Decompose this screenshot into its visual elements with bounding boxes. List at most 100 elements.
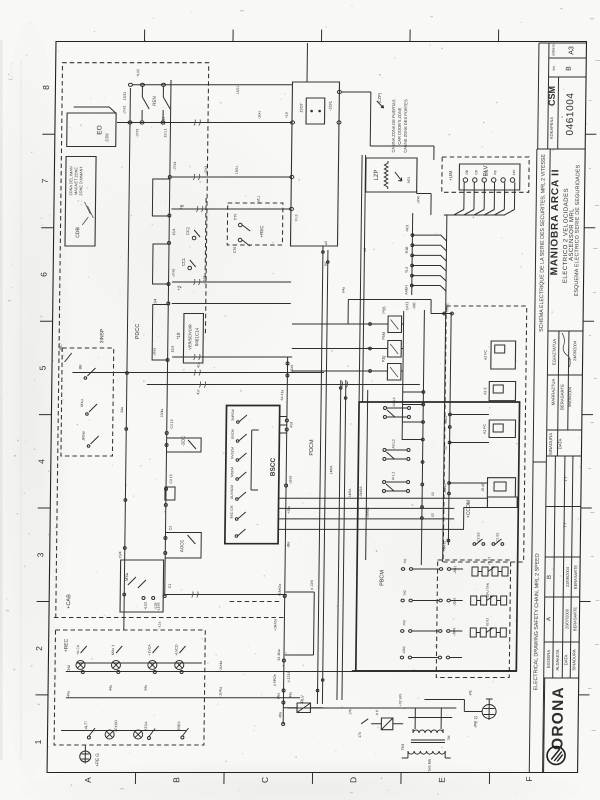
svg-text:CAGNE ZONE DES PORTES: CAGNE ZONE DES PORTES xyxy=(403,99,409,153)
svg-text:R1B: R1B xyxy=(405,246,409,253)
svg-text:CT9: CT9 xyxy=(233,214,237,221)
svg-text:7#2: 7#2 xyxy=(403,590,407,596)
svg-text:+LVCO: +LVCO xyxy=(174,644,178,656)
svg-text:64: 64 xyxy=(324,262,328,266)
svg-text:EGOERA: EGOERA xyxy=(546,650,551,669)
svg-text:0461004: 0461004 xyxy=(565,92,577,135)
svg-text:B: B xyxy=(547,575,553,579)
svg-text:-X P: -X P xyxy=(375,709,379,716)
svg-text:A: A xyxy=(83,777,93,783)
svg-text:+J6#1: +J6#1 xyxy=(445,303,449,313)
svg-text:-J7#2: -J7#2 xyxy=(153,348,157,357)
svg-text:3: 3 xyxy=(35,552,45,557)
svg-text:C3 15: C3 15 xyxy=(169,474,173,483)
svg-text:24V: 24V xyxy=(512,169,516,176)
svg-text:34a: 34a xyxy=(120,407,124,413)
svg-text:KOKAPENA: KOKAPENA xyxy=(549,117,554,139)
svg-text:OB: OB xyxy=(465,170,469,175)
svg-text:15/4: 15/4 xyxy=(172,229,176,236)
svg-text:*10: *10 xyxy=(176,332,181,339)
svg-text:J2O7: J2O7 xyxy=(299,102,304,112)
svg-text:A1 E: A1 E xyxy=(483,387,487,395)
svg-text:B: B xyxy=(171,777,181,783)
svg-text:OB: OB xyxy=(484,170,488,175)
svg-text:-L1#3: -L1#3 xyxy=(157,602,161,611)
svg-text:-J8a: -J8a xyxy=(286,542,290,549)
svg-text:A1 PC: A1 PC xyxy=(483,423,487,434)
svg-text:-J2#2: -J2#2 xyxy=(203,276,207,285)
svg-text:SINADURA: SINADURA xyxy=(571,649,576,670)
svg-text:E: E xyxy=(437,777,447,783)
svg-text:+REC: +REC xyxy=(64,638,70,652)
svg-text:A3 L3: A3 L3 xyxy=(392,439,396,448)
svg-text:64a: 64a xyxy=(341,287,345,293)
svg-text:-J4#5A: -J4#5A xyxy=(359,486,363,498)
svg-text:PB: PB xyxy=(493,170,497,174)
svg-text:-J4#5B: -J4#5B xyxy=(366,507,370,519)
svg-text:8M: 8M xyxy=(78,364,82,369)
svg-text:-J9B: -J9B xyxy=(412,302,416,310)
svg-text:a3: a3 xyxy=(324,241,328,245)
svg-text:22/09/2004: 22/09/2004 xyxy=(565,566,570,587)
svg-text:8TCA: 8TCA xyxy=(144,721,148,731)
svg-text:02: 02 xyxy=(431,492,435,496)
svg-text:+L53: +L53 xyxy=(144,602,148,610)
svg-text:Ar L1: Ar L1 xyxy=(391,472,395,480)
svg-text:CSM: CSM xyxy=(547,86,557,106)
svg-text:+PE G: +PE G xyxy=(95,753,100,767)
svg-text:-J7#1: -J7#1 xyxy=(173,162,177,171)
svg-text:*2: *2 xyxy=(177,285,183,290)
svg-text:-L1a: -L1a xyxy=(157,621,161,628)
svg-text:F: F xyxy=(524,776,534,781)
svg-text:15/4: 15/4 xyxy=(171,346,175,353)
svg-text:24/05/2004: 24/05/2004 xyxy=(572,340,577,361)
svg-text:REN: REN xyxy=(152,96,157,106)
svg-text:XP1OO: XP1OO xyxy=(114,720,118,732)
svg-text:EO: EO xyxy=(96,125,103,134)
svg-text:ASCENSOR MRL: ASCENSOR MRL xyxy=(569,208,576,261)
svg-text:-J3#1: -J3#1 xyxy=(453,566,457,575)
svg-text:C: C xyxy=(260,777,270,783)
svg-text:+L6: +L6 xyxy=(285,112,289,118)
svg-text:6: 6 xyxy=(39,272,49,277)
svg-text:MARRAZTUA: MARRAZTUA xyxy=(551,379,556,406)
svg-text:-J2#1: -J2#1 xyxy=(258,111,262,120)
svg-text:62: 62 xyxy=(431,513,435,517)
svg-text:170: 170 xyxy=(358,732,362,738)
svg-text:06/05/2004: 06/05/2004 xyxy=(567,386,572,407)
svg-text:aw.: aw. xyxy=(552,65,556,70)
svg-text:2: 2 xyxy=(34,646,44,651)
svg-text:( ,*. : ·…: ( ,*. : ·… xyxy=(8,61,14,80)
svg-text:/ /: / / xyxy=(563,476,569,481)
svg-text:CAR DOOR'S ZONE: CAR DOOR'S ZONE xyxy=(397,107,402,145)
svg-text:15/4a: 15/4a xyxy=(160,409,164,418)
svg-text:C2 B2: C2 B2 xyxy=(476,532,480,541)
svg-text:C1 B1: C1 B1 xyxy=(495,532,499,541)
svg-text:64 41a: 64 41a xyxy=(280,390,284,401)
svg-text:ELECTRICO 2 VELOCIDADES: ELECTRICO 2 VELOCIDADES xyxy=(563,188,570,283)
svg-text:P5M: P5M xyxy=(382,332,386,340)
svg-text:-J7#1: -J7#1 xyxy=(123,106,127,115)
svg-text:AUXSCM: AUXSCM xyxy=(230,485,234,499)
svg-text:ESQUEMA ELECTRICO SERIE DE SEG: ESQUEMA ELECTRICO SERIE DE SEGURIDADES xyxy=(574,164,582,296)
svg-text:AOO1: AOO1 xyxy=(179,539,184,552)
svg-text:a3: a3 xyxy=(363,248,367,252)
svg-text:15/L1: 15/L1 xyxy=(257,196,261,205)
svg-text:C2: C2 xyxy=(169,526,173,531)
svg-text:41a: 41a xyxy=(197,362,201,368)
svg-text:CABINA ZONA DE PUERTAS: CABINA ZONA DE PUERTAS xyxy=(391,99,397,152)
svg-text:.·: .· xyxy=(21,178,26,180)
svg-text:J5 A5: J5 A5 xyxy=(481,483,485,492)
svg-text:1: 1 xyxy=(33,739,43,744)
svg-text:AAEH: AAEH xyxy=(404,285,408,295)
svg-text:ORONA: ORONA xyxy=(549,686,567,750)
svg-text:MXu: MXu xyxy=(124,573,129,581)
svg-text:CPU TRN: CPU TRN xyxy=(486,582,490,597)
svg-text:+1VCA: +1VCA xyxy=(147,644,151,656)
svg-text:CDB: CDB xyxy=(75,227,81,238)
svg-text:ZONE D'AIMANT: ZONE D'AIMANT xyxy=(79,166,83,196)
svg-text:-PE: -PE xyxy=(468,689,472,695)
svg-text:44a: 44a xyxy=(288,692,292,698)
svg-text:JAL7: JAL7 xyxy=(59,343,63,351)
svg-text:B: B xyxy=(566,66,573,71)
